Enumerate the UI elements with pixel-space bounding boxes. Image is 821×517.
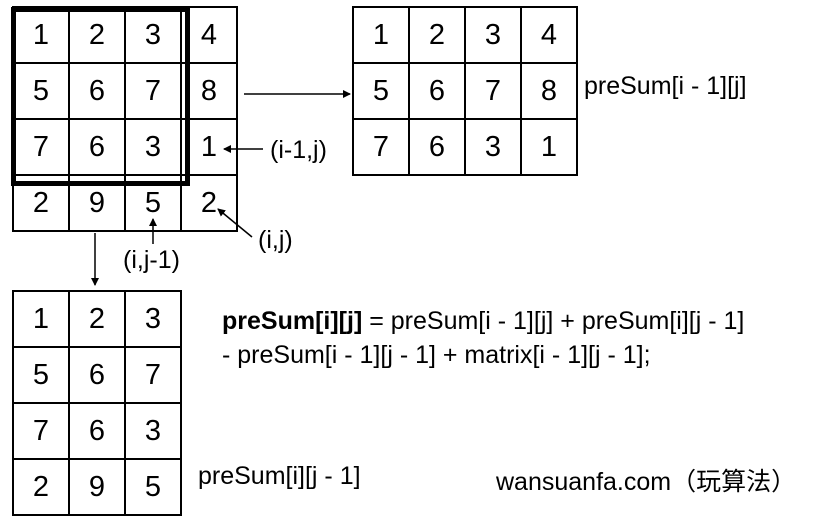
main-matrix-cell: 7 [14,120,70,176]
left-matrix-cell: 6 [70,348,126,404]
presum-formula: preSum[i][j] = preSum[i - 1][j] + preSum… [222,304,744,372]
main-matrix-cell: 3 [126,120,182,176]
left-matrix-cell: 7 [14,404,70,460]
left-matrix-cell: 5 [14,348,70,404]
main-matrix-cell: 2 [182,176,238,232]
left-matrix-cell: 1 [14,292,70,348]
main-matrix-cell: 1 [14,8,70,64]
formula-line-1: preSum[i][j] = preSum[i - 1][j] + preSum… [222,304,744,338]
top-matrix-label: preSum[i - 1][j] [584,72,747,100]
formula-lhs: preSum[i][j] [222,307,363,335]
top-matrix-cell: 6 [410,64,466,120]
left-matrix-label: preSum[i][j - 1] [198,462,361,490]
main-matrix-cell: 1 [182,120,238,176]
left-matrix-cell: 2 [70,292,126,348]
top-matrix-cell: 4 [522,8,578,64]
top-matrix-cell: 7 [354,120,410,176]
main-matrix-cell: 2 [14,176,70,232]
left-matrix-cell: 9 [70,460,126,516]
left-matrix-cell: 7 [126,348,182,404]
cell-i-j-minus-1-label: (i,j-1) [123,246,180,274]
top-matrix-cell: 6 [410,120,466,176]
left-matrix-cell: 6 [70,404,126,460]
left-matrix-cell: 2 [14,460,70,516]
left-matrix-cell: 3 [126,404,182,460]
top-matrix-cell: 7 [466,64,522,120]
top-matrix-cell: 8 [522,64,578,120]
formula-line-1-rest: = preSum[i - 1][j] + preSum[i][j - 1] [362,307,745,335]
cell-i-j-label: (i,j) [258,226,293,254]
main-matrix-cell: 4 [182,8,238,64]
left-matrix-cell: 5 [126,460,182,516]
top-matrix-cell: 2 [410,8,466,64]
main-matrix-cell: 6 [70,64,126,120]
watermark-text: wansuanfa.com（玩算法） [496,468,797,496]
top-matrix-cell: 3 [466,8,522,64]
top-matrix-cell: 3 [466,120,522,176]
main-matrix-cell: 6 [70,120,126,176]
main-matrix-cell: 3 [126,8,182,64]
left-matrix-cell: 3 [126,292,182,348]
cell-i-minus-1-j-label: (i-1,j) [270,136,327,164]
main-matrix-cell: 8 [182,64,238,120]
main-matrix-cell: 9 [70,176,126,232]
top-matrix-cell: 1 [522,120,578,176]
main-matrix-cell: 7 [126,64,182,120]
top-matrix-cell: 1 [354,8,410,64]
main-matrix-cell: 2 [70,8,126,64]
main-matrix-cell: 5 [126,176,182,232]
top-matrix-cell: 5 [354,64,410,120]
formula-line-2: - preSum[i - 1][j - 1] + matrix[i - 1][j… [222,341,651,369]
main-matrix-cell: 5 [14,64,70,120]
